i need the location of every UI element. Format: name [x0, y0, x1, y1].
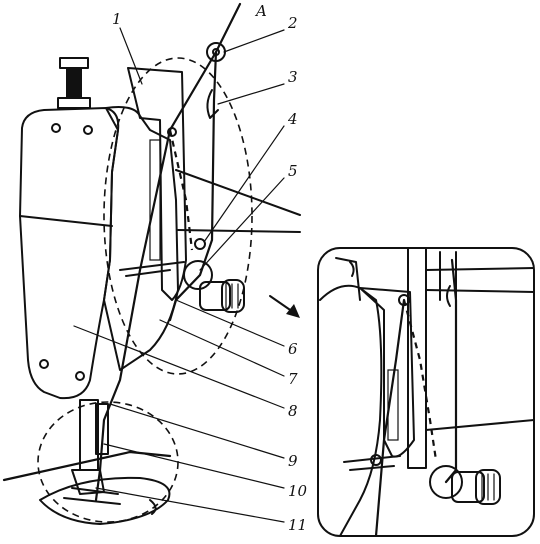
spool-pin [57, 57, 91, 109]
machine-head [19, 42, 301, 525]
inset-zoom-view [317, 247, 535, 537]
zoom-arrow [269, 295, 300, 318]
callout-A: A [254, 2, 267, 20]
callout-6: 6 [288, 340, 298, 358]
presser-foot [39, 476, 171, 525]
callout-4: 4 [287, 110, 298, 128]
detail-circle-upper [103, 57, 253, 375]
head-body [19, 107, 120, 400]
thread-path [2, 2, 242, 502]
callout-8: 8 [288, 402, 298, 420]
leader-lines [73, 27, 285, 523]
take-up-lever [127, 67, 187, 301]
callout-11: 11 [288, 516, 307, 534]
callout-1: 1 [112, 10, 122, 28]
callout-5: 5 [288, 162, 298, 180]
callout-10: 10 [288, 482, 308, 500]
callout-9: 9 [288, 452, 298, 470]
callout-2: 2 [287, 14, 298, 32]
callout-labels: A 1 2 3 4 5 6 7 8 9 10 11 [112, 2, 308, 534]
callout-7: 7 [288, 370, 298, 388]
callout-3: 3 [288, 68, 298, 86]
tension-assembly [183, 260, 245, 313]
